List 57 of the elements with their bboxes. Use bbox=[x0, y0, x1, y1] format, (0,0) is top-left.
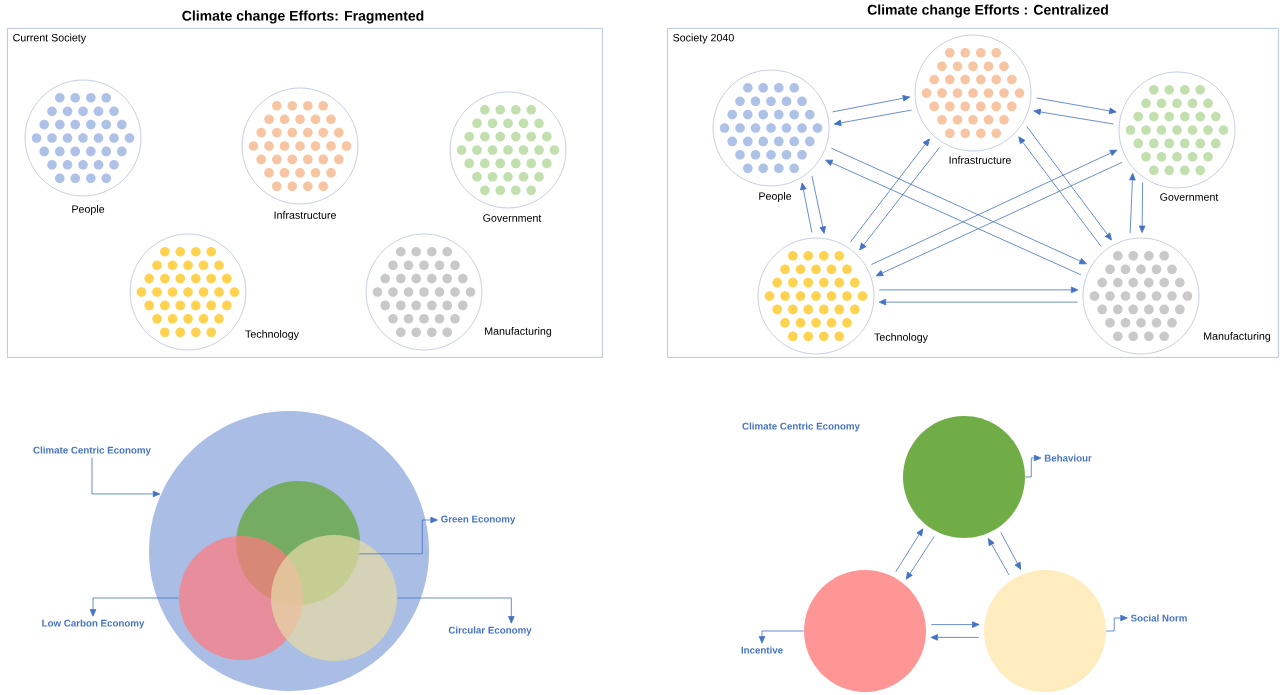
arrow bbox=[879, 286, 1079, 294]
arrow bbox=[825, 159, 1082, 276]
arrow bbox=[878, 298, 1078, 306]
leader-line bbox=[91, 457, 161, 498]
arrow bbox=[1138, 182, 1146, 233]
circle bbox=[903, 416, 1025, 538]
leader-line bbox=[758, 630, 805, 644]
arrow bbox=[905, 536, 935, 580]
panel-heading: Society 2040 bbox=[673, 33, 734, 44]
arrow bbox=[832, 95, 911, 113]
panel-title: Climate change Efforts : Centralized bbox=[867, 4, 1108, 18]
circle-label: Technology bbox=[245, 330, 299, 340]
circle bbox=[271, 535, 397, 661]
circle-label: Government bbox=[1160, 193, 1219, 201]
leader-line bbox=[396, 597, 515, 624]
panel-title: Climate change Efforts: Fragmented bbox=[182, 10, 424, 24]
circle-label: Technology bbox=[874, 333, 928, 343]
leader-line bbox=[89, 597, 180, 617]
circle-label: Infrastructure bbox=[274, 211, 336, 219]
arrow bbox=[811, 175, 826, 234]
arrow bbox=[849, 138, 930, 243]
arrow bbox=[988, 538, 1010, 576]
callout-text: Climate Centric Economy bbox=[33, 446, 151, 456]
callout-text: Low Carbon Economy bbox=[42, 619, 145, 629]
circle-label: Manufacturing bbox=[1204, 332, 1271, 342]
arrow bbox=[930, 634, 980, 641]
arrow bbox=[895, 528, 924, 573]
arrow bbox=[1036, 97, 1117, 115]
arrow bbox=[1129, 172, 1136, 234]
arrow bbox=[1033, 108, 1114, 125]
arrow bbox=[930, 621, 980, 628]
arrow bbox=[859, 146, 941, 251]
diagram-heading: Climate Centric Economy bbox=[742, 422, 860, 432]
arrow bbox=[871, 149, 1118, 265]
circle bbox=[804, 570, 926, 692]
circle-label: Infrastructure bbox=[949, 156, 1011, 164]
leader-line bbox=[1105, 614, 1128, 632]
circle-label: Government bbox=[483, 214, 542, 222]
arrow bbox=[800, 182, 813, 233]
panel-heading: Current Society bbox=[13, 33, 87, 44]
callout-text: Incentive bbox=[741, 646, 783, 654]
circle-label: People bbox=[759, 192, 792, 202]
leader-line bbox=[1024, 454, 1042, 478]
circle-label: People bbox=[72, 205, 105, 215]
arrow bbox=[1018, 136, 1102, 247]
circle bbox=[984, 570, 1106, 692]
callout-text: Behaviour bbox=[1044, 454, 1092, 462]
leader-line bbox=[358, 516, 438, 555]
arrow bbox=[1000, 532, 1022, 570]
callout-text: Circular Economy bbox=[448, 626, 532, 636]
callout-text: Green Economy bbox=[441, 515, 516, 525]
arrow bbox=[831, 147, 1087, 265]
circle-label: Manufacturing bbox=[485, 327, 552, 337]
arrow bbox=[1026, 126, 1112, 241]
arrow bbox=[875, 161, 1123, 277]
arrow bbox=[833, 109, 912, 127]
callout-text: Social Norm bbox=[1130, 614, 1187, 622]
